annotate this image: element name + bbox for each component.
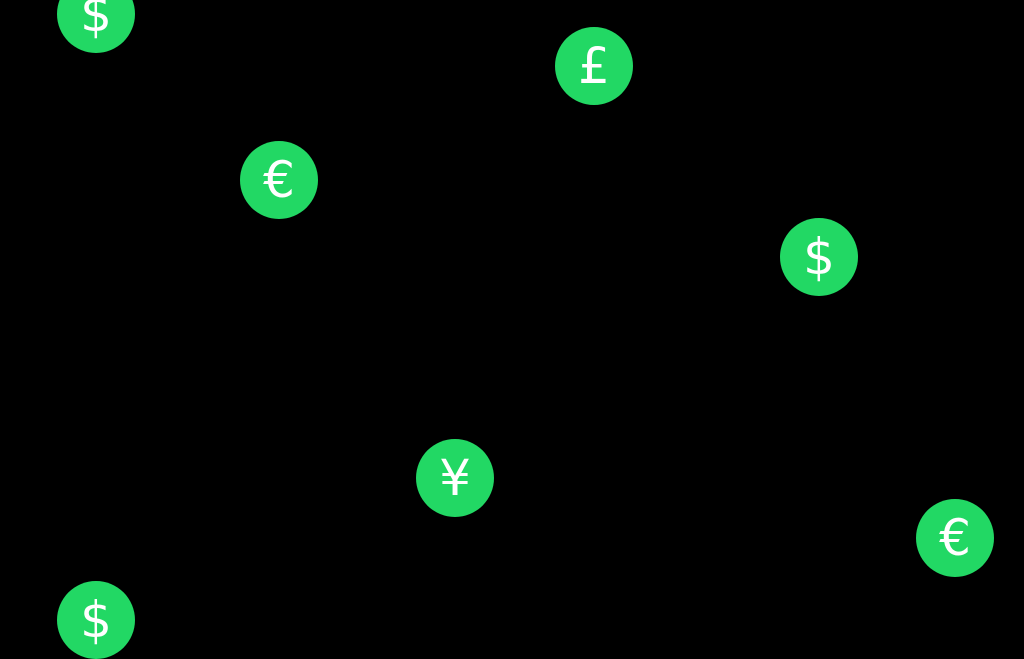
pound-coin: £ [555,27,633,105]
euro-icon: € [263,151,295,209]
pound-icon: £ [578,37,610,95]
dollar-coin: $ [57,581,135,659]
euro-coin: € [240,141,318,219]
dollar-icon: $ [80,0,112,43]
dollar-coin: $ [57,0,135,53]
euro-coin: € [916,499,994,577]
dollar-icon: $ [803,228,835,286]
yen-icon: ¥ [439,449,471,507]
dollar-coin: $ [780,218,858,296]
dollar-icon: $ [80,591,112,649]
euro-icon: € [939,509,971,567]
yen-coin: ¥ [416,439,494,517]
